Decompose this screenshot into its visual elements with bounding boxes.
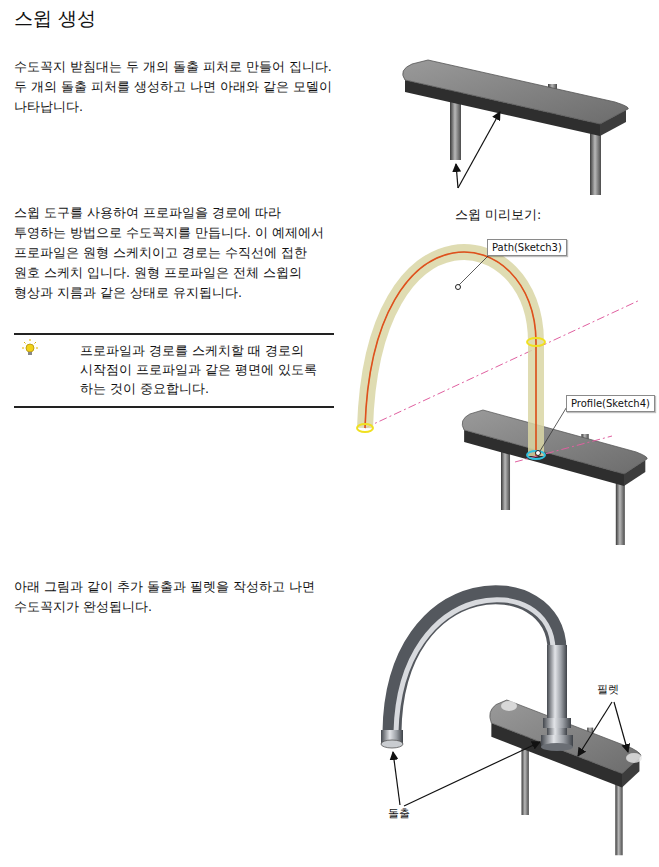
body-text: 수도꼭지 받침대는 두 개의 돌출 피처로 만들어 집니다. 두 개의 돌출 피… bbox=[14, 57, 334, 117]
tip-note: 프로파일과 경로를 스케치할 때 경로의 시작점이 프로파일과 같은 평면에 있… bbox=[14, 333, 334, 408]
callout-box: Profile(Sketch4) bbox=[566, 395, 655, 412]
callout-box: Path(Sketch3) bbox=[487, 239, 567, 256]
body-text: 아래 그림과 같이 추가 돌출과 필렛을 작성하고 나면 수도꼭지가 완성됩니다… bbox=[14, 577, 336, 617]
finished-faucet bbox=[381, 595, 642, 856]
base-model bbox=[403, 60, 629, 195]
figure-caption: 스윕 미리보기: bbox=[455, 205, 541, 225]
lightbulb-icon bbox=[22, 339, 38, 355]
page-title: 스윕 생성 bbox=[14, 6, 96, 32]
callout-text: Path(Sketch3) bbox=[492, 241, 562, 254]
callout-label: 필렛 bbox=[597, 683, 619, 697]
body-text: 스윕 도구를 사용하여 프로파일을 경로에 따라 투영하는 방법으로 수도꼭지를… bbox=[14, 203, 334, 303]
callout-text: Profile(Sketch4) bbox=[571, 397, 650, 410]
callout-label: 돌출 bbox=[388, 807, 410, 821]
